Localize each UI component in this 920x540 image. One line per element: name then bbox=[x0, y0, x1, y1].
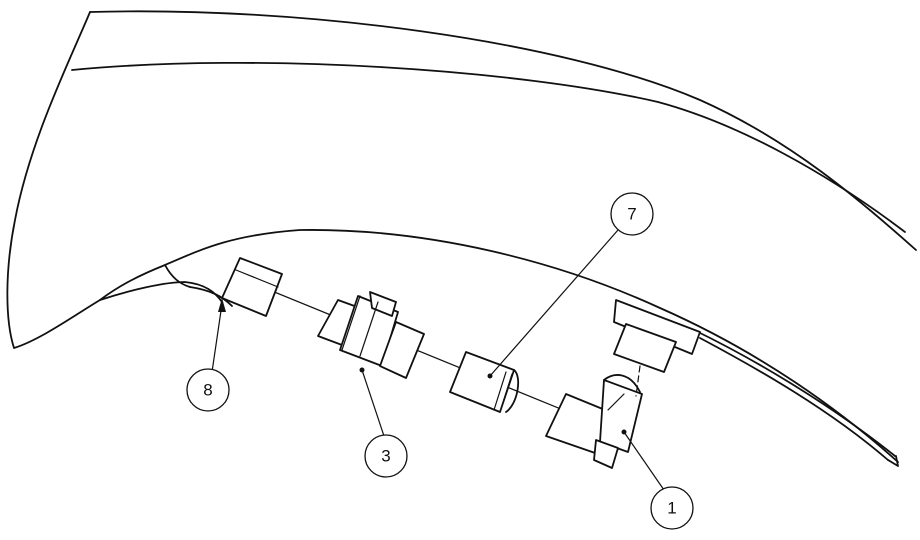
mounting-boss bbox=[613, 299, 701, 397]
balloon-8: 8 bbox=[186, 368, 230, 412]
part-3-fitting bbox=[317, 291, 425, 379]
balloon-7: 7 bbox=[610, 192, 654, 236]
balloon-8-label: 8 bbox=[203, 381, 212, 400]
assembly-axis-line bbox=[244, 279, 601, 426]
balloon-3: 3 bbox=[364, 434, 408, 478]
housing-shell bbox=[6, 10, 917, 467]
balloon-3-label: 3 bbox=[381, 447, 390, 466]
part-7-cylinder bbox=[449, 351, 520, 413]
part-1-elbow bbox=[545, 374, 643, 469]
balloon-1: 1 bbox=[650, 486, 694, 530]
part-8-block bbox=[221, 257, 283, 317]
balloon-1-label: 1 bbox=[667, 499, 676, 518]
leader-lines bbox=[211, 229, 665, 491]
balloon-7-label: 7 bbox=[627, 205, 636, 224]
